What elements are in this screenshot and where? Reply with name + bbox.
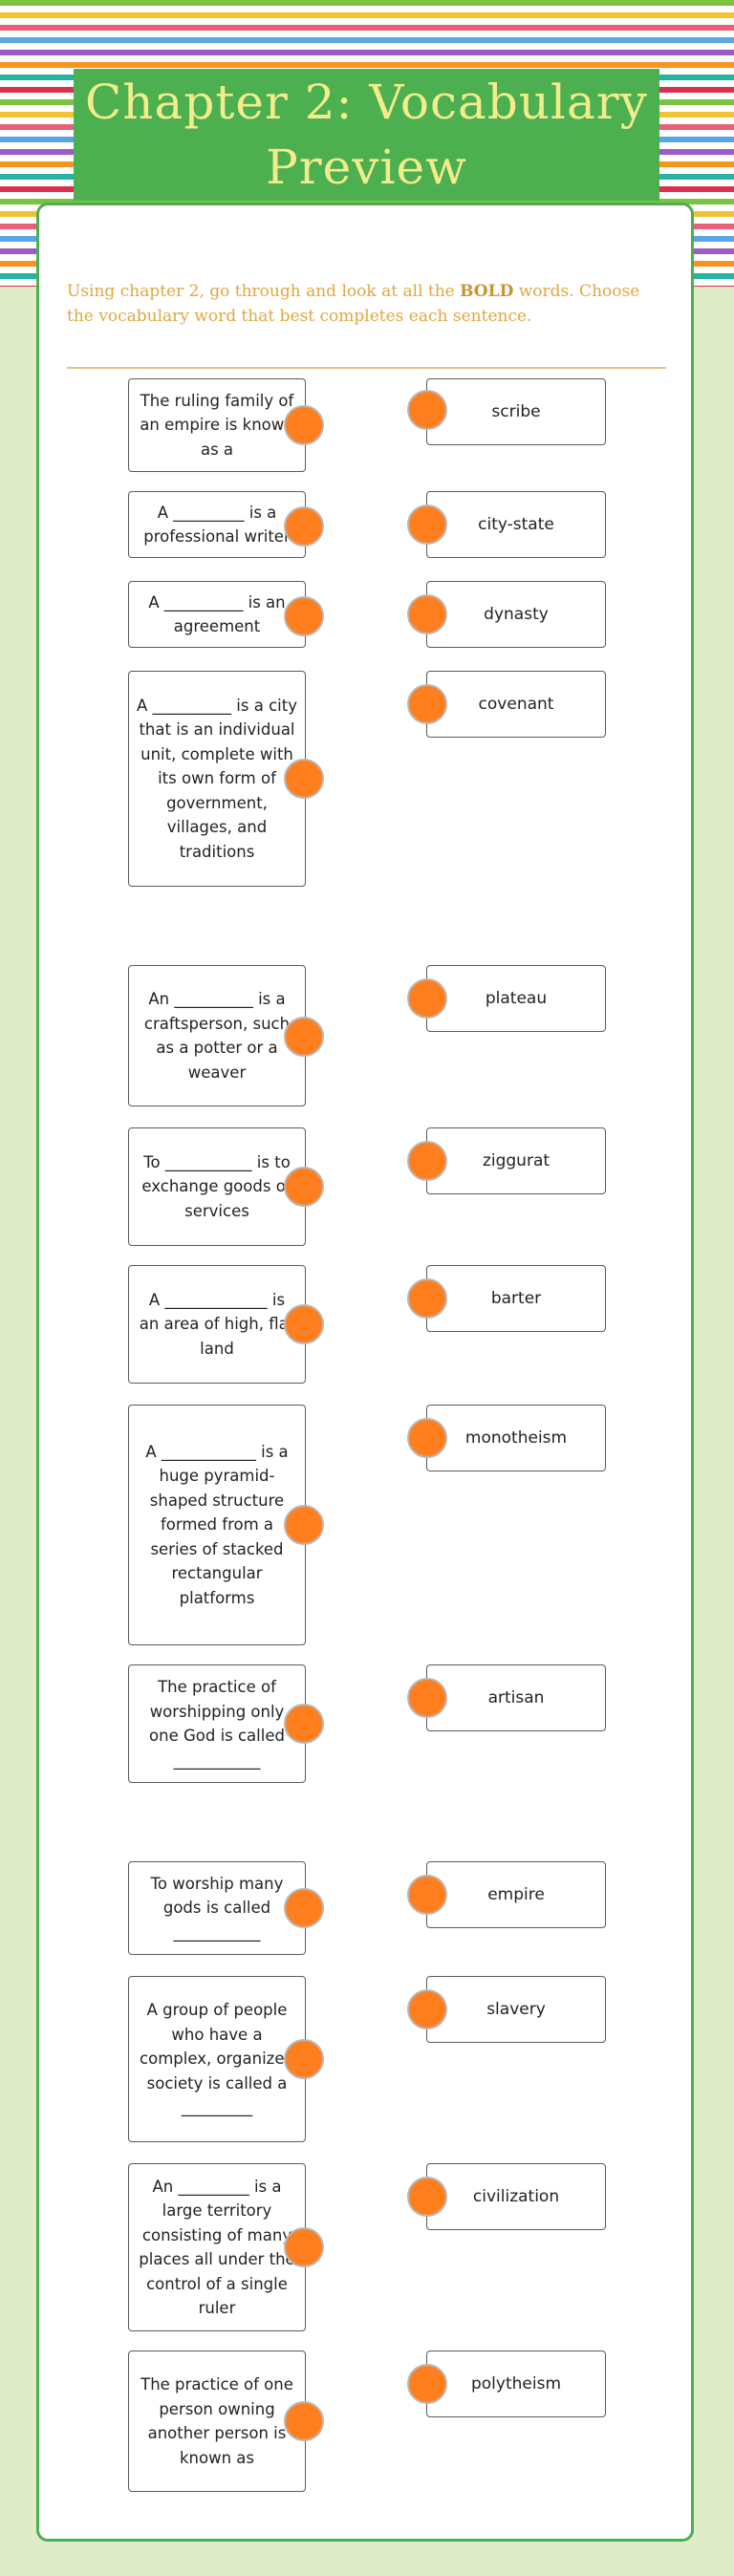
question-box: An __________ is a craftsperson, such as…: [128, 965, 306, 1106]
connector-dot-icon[interactable]: [284, 2401, 324, 2441]
question-box: A _____________ is an area of high, flat…: [128, 1265, 306, 1384]
instructions-bold-word: BOLD: [460, 282, 514, 301]
answer-text: ziggurat: [482, 1151, 550, 1170]
question-text: An __________ is a craftsperson, such as…: [143, 990, 291, 1082]
question-box: To worship many gods is called _________…: [128, 1861, 306, 1955]
connector-dot-icon[interactable]: [407, 504, 447, 545]
answer-box: city-state: [426, 491, 606, 558]
connector-dot-icon[interactable]: [407, 1989, 447, 2029]
answer-text: polytheism: [470, 2374, 561, 2394]
instructions-text-start: Using chapter 2, go through and look at …: [67, 282, 461, 301]
connector-dot-icon[interactable]: [407, 1278, 447, 1319]
connector-dot-icon[interactable]: [284, 759, 324, 799]
connector-dot-icon[interactable]: [284, 405, 324, 445]
connector-dot-icon[interactable]: [407, 1141, 447, 1181]
answer-box: dynasty: [426, 581, 606, 648]
answer-box: barter: [426, 1265, 606, 1332]
answer-text: monotheism: [464, 1428, 568, 1448]
question-box: The practice of one person owning anothe…: [128, 2351, 306, 2492]
question-text: The ruling family of an empire is known …: [140, 391, 294, 459]
answer-box: covenant: [426, 671, 606, 738]
answer-text: city-state: [478, 515, 554, 534]
instructions-text-end: words. Choose the vocabulary word that b…: [67, 282, 640, 326]
answer-box: ziggurat: [426, 1127, 606, 1194]
answer-text: civilization: [472, 2187, 560, 2206]
connector-dot-icon[interactable]: [284, 596, 324, 636]
question-text: The practice of worshipping only one God…: [149, 1678, 285, 1770]
question-text: A _____________ is an area of high, flat…: [139, 1290, 295, 1358]
question-box: A _________ is a professional writer: [128, 491, 306, 558]
connector-dot-icon[interactable]: [407, 1678, 447, 1718]
answer-box: polytheism: [426, 2351, 606, 2417]
connector-dot-icon[interactable]: [284, 1704, 324, 1744]
answer-box: plateau: [426, 965, 606, 1032]
answer-text: scribe: [491, 402, 541, 421]
connector-dot-icon[interactable]: [407, 684, 447, 724]
answer-box: civilization: [426, 2163, 606, 2230]
answer-text: empire: [487, 1885, 545, 1904]
answer-text: slavery: [486, 2000, 546, 2019]
question-text: A ____________ is a huge pyramid-shaped …: [145, 1442, 289, 1607]
question-box: A __________ is an agreement: [128, 581, 306, 648]
connector-dot-icon[interactable]: [284, 1505, 324, 1545]
question-box: A group of people who have a complex, or…: [128, 1976, 306, 2142]
page-title: Chapter 2: Vocabulary Preview: [85, 75, 648, 195]
question-text: To worship many gods is called _________…: [150, 1874, 284, 1942]
answer-box: scribe: [426, 378, 606, 445]
answer-text: plateau: [485, 989, 548, 1008]
connector-dot-icon[interactable]: [284, 2227, 324, 2267]
answer-text: covenant: [478, 695, 554, 714]
question-text: A __________ is a city that is an indivi…: [137, 696, 297, 861]
instructions: Using chapter 2, go through and look at …: [67, 279, 669, 329]
question-box: An _________ is a large territory consis…: [128, 2163, 306, 2331]
answer-text: barter: [490, 1289, 542, 1308]
connector-dot-icon[interactable]: [284, 1167, 324, 1207]
question-text: To ___________ is to exchange goods or s…: [141, 1152, 292, 1220]
question-box: A ____________ is a huge pyramid-shaped …: [128, 1405, 306, 1645]
connector-dot-icon[interactable]: [407, 1418, 447, 1458]
divider: [67, 367, 666, 369]
answer-box: monotheism: [426, 1405, 606, 1471]
answer-box: slavery: [426, 1976, 606, 2043]
connector-dot-icon[interactable]: [284, 1304, 324, 1344]
question-text: The practice of one person owning anothe…: [140, 2375, 293, 2467]
answer-box: empire: [426, 1861, 606, 1928]
connector-dot-icon[interactable]: [284, 506, 324, 547]
question-box: The practice of worshipping only one God…: [128, 1664, 306, 1783]
question-box: To ___________ is to exchange goods or s…: [128, 1127, 306, 1246]
title-banner: Chapter 2: Vocabulary Preview: [74, 69, 659, 201]
connector-dot-icon[interactable]: [284, 1017, 324, 1057]
question-text: A __________ is an agreement: [148, 592, 286, 636]
connector-dot-icon[interactable]: [407, 390, 447, 430]
answer-text: artisan: [487, 1688, 545, 1707]
connector-dot-icon[interactable]: [407, 2364, 447, 2404]
question-text: A _________ is a professional writer: [143, 503, 291, 547]
answer-text: dynasty: [484, 605, 549, 624]
question-box: The ruling family of an empire is known …: [128, 378, 306, 472]
connector-dot-icon[interactable]: [407, 2177, 447, 2217]
connector-dot-icon[interactable]: [284, 1888, 324, 1928]
question-text: An _________ is a large territory consis…: [139, 2177, 295, 2318]
question-text: A group of people who have a complex, or…: [140, 2001, 294, 2117]
connector-dot-icon[interactable]: [407, 1875, 447, 1915]
connector-dot-icon[interactable]: [407, 978, 447, 1019]
connector-dot-icon[interactable]: [284, 2039, 324, 2079]
answer-box: artisan: [426, 1664, 606, 1731]
connector-dot-icon[interactable]: [407, 594, 447, 634]
question-box: A __________ is a city that is an indivi…: [128, 671, 306, 887]
